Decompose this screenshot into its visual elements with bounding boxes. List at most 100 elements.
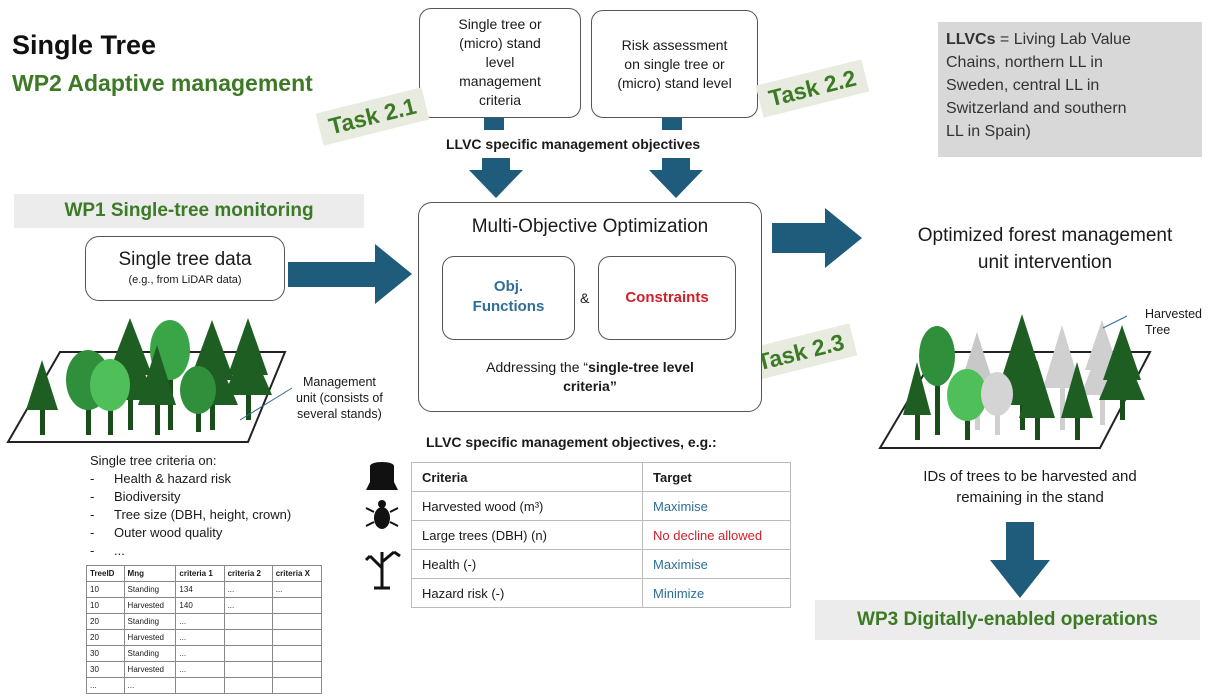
- llvc-note-bold: LLVCs: [946, 31, 996, 48]
- table-cell: ...: [223, 581, 273, 598]
- table-cell: Harvested: [123, 629, 177, 646]
- arrow-stub-icon: [484, 118, 504, 130]
- table-cell: ...: [123, 677, 177, 694]
- beetle-icon: [365, 500, 399, 529]
- table-cell: 134: [175, 581, 225, 598]
- moo-addressing: Addressing the “single-tree level criter…: [430, 358, 750, 396]
- ids-text-line: IDs of trees to be harvested and: [923, 468, 1137, 485]
- wp3-label: WP3 Digitally-enabled operations: [815, 600, 1200, 640]
- table-header-cell: criteria 2: [223, 565, 273, 582]
- task21-text: (micro) stand: [459, 35, 541, 51]
- table-cell: [271, 677, 323, 694]
- table-cell: ...: [175, 629, 225, 646]
- management-unit-label: Management unit (consists of several sta…: [296, 374, 383, 422]
- criteria-cell: Large trees (DBH) (n): [411, 520, 643, 550]
- optimized-line: Optimized forest management: [917, 225, 1173, 246]
- dead-tree-icon: [364, 550, 401, 590]
- arrow-stub-icon: [662, 118, 682, 130]
- table-cell: ...: [175, 645, 225, 662]
- task22-text: Risk assessment: [621, 37, 728, 53]
- criteria-item: Biodiversity: [90, 488, 291, 506]
- table-cell: [271, 613, 323, 630]
- table-row: Large trees (DBH) (n) No decline allowed: [411, 520, 791, 550]
- llvc-objectives-label: LLVC specific management objectives: [446, 136, 701, 152]
- obj-functions-text: Obj.: [493, 278, 524, 295]
- table-cell: Standing: [123, 645, 177, 662]
- table-header-cell: Criteria: [411, 462, 643, 492]
- optimized-line: unit intervention: [977, 252, 1113, 273]
- llvc-note-text: = Living Lab Value: [995, 31, 1131, 48]
- table-cell: 30: [86, 645, 125, 662]
- single-tree-data-title: Single tree data: [118, 249, 252, 270]
- arrow-down-icon: [469, 158, 523, 198]
- table-header-cell: TreeID: [86, 565, 125, 582]
- table-header-cell: criteria X: [271, 565, 323, 582]
- llvc-note-text: LL in Spain): [946, 123, 1031, 140]
- criteria-item: Health & hazard risk: [90, 470, 291, 488]
- target-cell: Maximise: [642, 491, 791, 521]
- obj-functions-text: Functions: [472, 298, 545, 315]
- task21-text: management: [459, 73, 541, 89]
- tree-data-table: TreeID Mng criteria 1 criteria 2 criteri…: [86, 565, 323, 694]
- arrow-right-icon: [772, 208, 862, 268]
- arrow-down-icon: [990, 522, 1050, 598]
- criteria-cell: Harvested wood (m³): [411, 491, 643, 521]
- table-cell: 30: [86, 661, 125, 678]
- harvested-tree-label: Harvested Tree: [1145, 306, 1202, 338]
- criteria-cell: Health (-): [411, 549, 643, 579]
- llvc-note: LLVCs = Living Lab Value Chains, norther…: [938, 22, 1202, 157]
- task22-text: on single tree or: [624, 56, 725, 72]
- management-unit-text: Management: [302, 375, 376, 389]
- table-cell: Standing: [123, 581, 177, 598]
- table-cell: Harvested: [123, 597, 177, 614]
- criteria-heading: Single tree criteria on:: [90, 453, 217, 468]
- task21-text: Single tree or: [458, 16, 542, 32]
- constraints-box: Constraints: [598, 256, 736, 340]
- constraints-text: Constraints: [625, 289, 709, 306]
- page-subtitle: WP2 Adaptive management: [12, 70, 313, 96]
- target-cell: Minimize: [642, 578, 791, 608]
- single-tree-data-box: Single tree data (e.g., from LiDAR data): [85, 236, 285, 301]
- table-cell: ...: [86, 677, 125, 694]
- table-row: Health (-) Maximise: [411, 549, 791, 579]
- table-header-cell: criteria 1: [175, 565, 225, 582]
- ampersand: &: [580, 290, 590, 306]
- criteria-item: Tree size (DBH, height, crown): [90, 506, 291, 524]
- table-cell: Standing: [123, 613, 177, 630]
- table-cell: 20: [86, 629, 125, 646]
- table-header-cell: Target: [642, 462, 791, 492]
- page-title: Single Tree: [12, 30, 157, 60]
- criteria-items: Health & hazard risk Biodiversity Tree s…: [90, 470, 291, 560]
- table-cell: [223, 645, 273, 662]
- moo-addressing-bold: ”: [609, 378, 617, 394]
- criteria-item: ...: [90, 542, 291, 560]
- table-cell: [223, 613, 273, 630]
- harvested-tree-text: Tree: [1145, 323, 1171, 337]
- table-cell: 140: [175, 597, 225, 614]
- llvc-note-text: Switzerland and southern: [946, 100, 1127, 117]
- table-row: Hazard risk (-) Minimize: [411, 578, 791, 608]
- task21-text: criteria: [478, 92, 521, 108]
- table-cell: [271, 661, 323, 678]
- llvc-note-text: Chains, northern LL in: [946, 54, 1103, 71]
- task21-text: level: [485, 54, 515, 70]
- management-unit-text: unit (consists of: [296, 391, 383, 405]
- ids-text: IDs of trees to be harvested and remaini…: [880, 466, 1180, 508]
- table-cell: [175, 677, 225, 694]
- target-cell: No decline allowed: [642, 520, 791, 550]
- single-tree-data-sub: (e.g., from LiDAR data): [128, 274, 242, 286]
- forest-illustration-left: [6, 318, 293, 443]
- arrow-right-icon: [288, 244, 412, 304]
- table-cell: ...: [175, 661, 225, 678]
- management-unit-text: several stands): [297, 407, 382, 421]
- tree-icon: [26, 318, 272, 435]
- table-cell: [223, 661, 273, 678]
- table-cell: [223, 677, 273, 694]
- table-row: ......: [86, 677, 323, 694]
- criteria-list: Single tree criteria on:: [90, 452, 216, 470]
- table-cell: 10: [86, 597, 125, 614]
